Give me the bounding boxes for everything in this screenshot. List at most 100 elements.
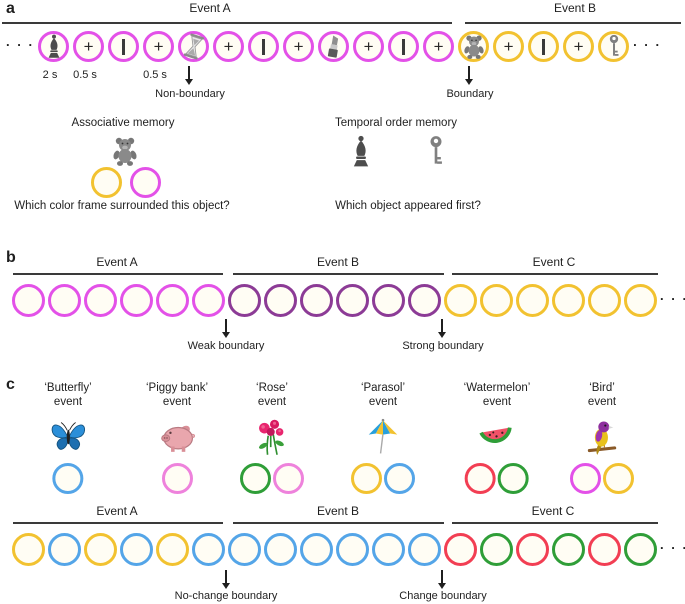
magenta-framed-circle — [38, 31, 70, 62]
magenta-framed-circle — [178, 31, 210, 62]
bishop-icon — [42, 34, 66, 59]
bar-stimulus-icon — [542, 38, 545, 55]
bar-stimulus-icon — [402, 38, 405, 55]
magenta-framed-circle — [388, 31, 420, 62]
fixation-cross-icon: + — [503, 37, 514, 56]
named-event-subtitle: event — [482, 396, 512, 408]
panel-b-event-c-label: Event C — [532, 255, 576, 269]
named-event-subtitle: event — [257, 396, 287, 408]
ellipsis-dots: . . . — [660, 288, 685, 303]
parasol-icon — [364, 418, 402, 456]
purple-framed-circle — [336, 284, 369, 317]
blue-framed-circle — [228, 533, 261, 566]
pink-framed-circle — [273, 463, 304, 494]
temporal-order-memory-title: Temporal order memory — [334, 117, 458, 129]
yellow-framed-circle — [458, 31, 490, 62]
yellow-framed-circle — [552, 284, 585, 317]
butterfly-icon — [49, 418, 87, 456]
hourglass-icon — [182, 33, 206, 60]
fixation-cross-icon: + — [433, 37, 444, 56]
panel-c-event-c-line — [452, 522, 658, 524]
yellow-framed-circle — [603, 463, 634, 494]
named-event-title: ‘Rose’ — [256, 382, 288, 394]
blue-framed-circle — [300, 533, 333, 566]
ellipsis-dots: . . . — [6, 34, 35, 49]
yellow-framed-circle — [444, 284, 477, 317]
red-framed-circle — [465, 463, 496, 494]
named-event-subtitle: event — [53, 396, 83, 408]
panel-c-circle-sequence: . . . — [12, 533, 685, 566]
panel-a-event-b-label: Event B — [553, 1, 597, 15]
blue-framed-circle — [384, 463, 415, 494]
lipstick-icon — [322, 34, 346, 59]
magenta-framed-circle — [48, 284, 81, 317]
rose-icon — [253, 418, 291, 456]
bar-stimulus-icon — [122, 38, 125, 55]
pink-framed-circle — [161, 463, 193, 494]
named-event-frame-circles — [570, 463, 634, 494]
magenta-framed-circle: + — [283, 31, 315, 62]
named-event-title: ‘Parasol’ — [360, 382, 406, 394]
magenta-framed-circle: + — [73, 31, 105, 62]
panel-a-stimulus-sequence: . . .++++++++. . . — [6, 31, 661, 62]
boundary-arrow — [464, 66, 473, 85]
green-framed-circle — [480, 533, 513, 566]
purple-framed-circle — [372, 284, 405, 317]
named-event-frame-circles — [465, 463, 529, 494]
change-boundary-label: Change boundary — [399, 590, 487, 602]
weak-boundary-label: Weak boundary — [187, 340, 265, 352]
event-b-bracket-line — [465, 22, 681, 24]
blue-framed-circle — [48, 533, 81, 566]
magenta-framed-circle — [12, 284, 45, 317]
named-event-subtitle: event — [162, 396, 192, 408]
change-boundary-arrow — [437, 570, 446, 589]
magenta-framed-circle — [192, 284, 225, 317]
panel-c-event-a-label: Event A — [96, 504, 138, 518]
no-change-boundary-arrow — [221, 570, 230, 589]
named-event-butterfly: ‘Butterfly’event — [44, 381, 92, 494]
magenta-framed-circle — [248, 31, 280, 62]
green-framed-circle — [624, 533, 657, 566]
fixation-cross-icon: + — [223, 37, 234, 56]
event-a-bracket-line — [2, 22, 452, 24]
named-event-watermelon: ‘Watermelon’event — [464, 381, 530, 494]
panel-c-letter: c — [6, 376, 15, 393]
panel-c-event-b-label: Event B — [316, 504, 360, 518]
panel-a-letter: a — [6, 0, 15, 17]
named-event-subtitle: event — [368, 396, 398, 408]
named-event-bird: ‘Bird’event — [570, 381, 634, 494]
key-icon — [424, 135, 448, 168]
panel-b-event-b-label: Event B — [316, 255, 360, 269]
yellow-framed-circle — [84, 533, 117, 566]
temporal-order-memory-question: Which object appeared first? — [335, 200, 481, 212]
purple-framed-circle — [264, 284, 297, 317]
panel-c-event-b-line — [233, 522, 444, 524]
weak-boundary-arrow — [221, 319, 230, 338]
magenta-framed-circle: + — [423, 31, 455, 62]
blue-framed-circle — [336, 533, 369, 566]
green-framed-circle — [498, 463, 529, 494]
panel-b-event-c-line — [452, 273, 658, 275]
blue-framed-circle — [52, 463, 84, 494]
fixation-cross-icon: + — [153, 37, 164, 56]
teddy-icon — [111, 136, 139, 166]
pig-icon — [158, 418, 196, 456]
fixation-cross-icon: + — [363, 37, 374, 56]
magenta-framed-circle — [318, 31, 350, 62]
panel-b-letter: b — [6, 249, 16, 266]
purple-framed-circle — [300, 284, 333, 317]
blue-framed-circle — [408, 533, 441, 566]
purple-framed-circle — [228, 284, 261, 317]
key-icon — [602, 34, 626, 59]
named-event-rose: ‘Rose’ event — [240, 381, 304, 494]
magenta-framed-circle: + — [213, 31, 245, 62]
magenta-framed-circle: + — [143, 31, 175, 62]
associative-choice-circles — [91, 167, 161, 198]
panel-b-event-a-label: Event A — [96, 255, 138, 269]
magenta-framed-circle — [84, 284, 117, 317]
associative-memory-question: Which color frame surrounded this object… — [14, 200, 230, 212]
non-boundary-label: Non-boundary — [155, 88, 225, 100]
panel-b-event-a-line — [13, 273, 223, 275]
red-framed-circle — [516, 533, 549, 566]
named-event-frame-circles — [351, 463, 415, 494]
